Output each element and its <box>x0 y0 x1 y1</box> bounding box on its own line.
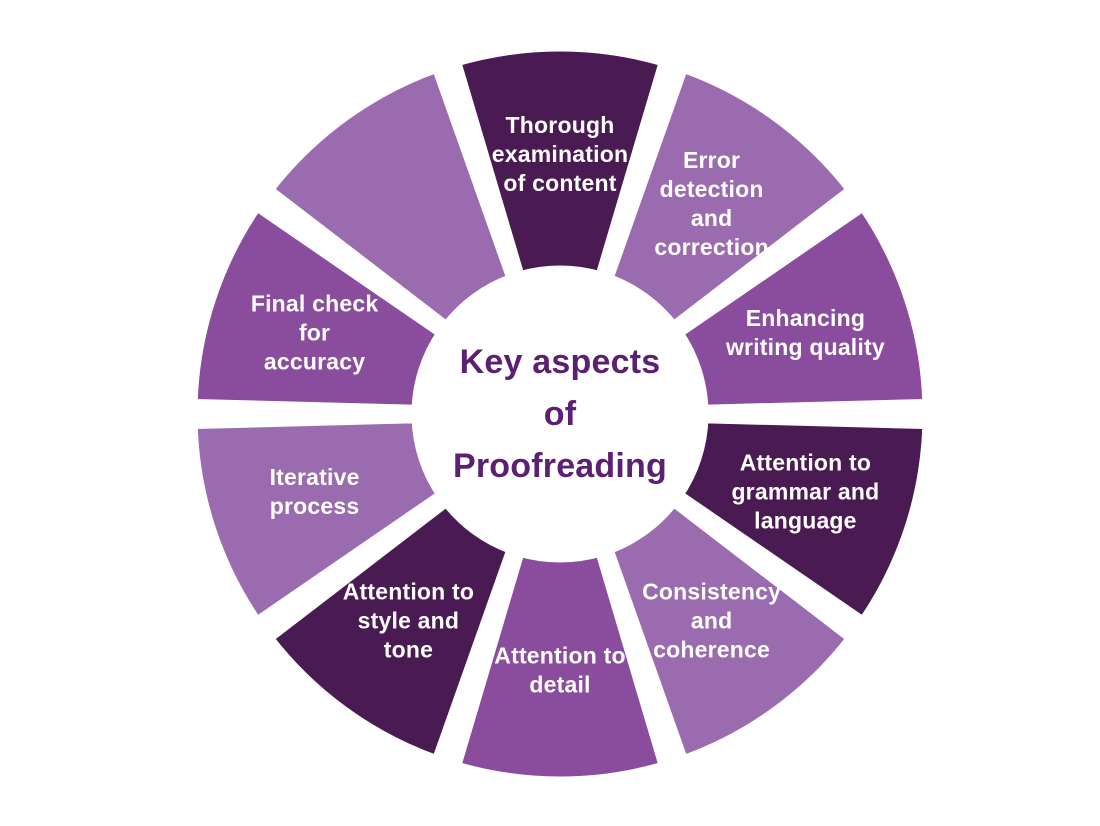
segment-label-line: Consistency <box>642 579 781 605</box>
wheel-segment-attention-style-tone[interactable]: Attention to style and tone <box>262 495 518 767</box>
segment-label-line: and <box>691 205 733 231</box>
wheel-segment-final-check-accuracy[interactable]: Final check for accuracy <box>186 200 448 416</box>
wheel-segment-iterative-process[interactable]: Iterative process <box>186 412 448 628</box>
center-title-line: Proofreading <box>453 447 667 485</box>
segment-shape-attention-detail[interactable] <box>449 545 671 788</box>
segment-label-thorough-examination: Thorough examination of content <box>492 112 628 196</box>
segment-label-line: process <box>270 493 360 519</box>
segment-label-line: accuracy <box>264 348 365 374</box>
segment-label-line: style and <box>358 608 460 634</box>
wheel-segment-attention-grammar-language[interactable]: Attention to grammar and language <box>672 412 934 628</box>
segment-label-line: detection <box>660 176 764 202</box>
segment-shape-consistency-coherence[interactable] <box>602 495 858 767</box>
segment-shape-attention-style-tone[interactable] <box>262 495 518 767</box>
segment-label-line: of content <box>503 170 616 196</box>
segment-label-line: correction <box>654 234 768 260</box>
wheel-segment-error-detection[interactable]: Error detection and correction <box>602 61 858 333</box>
wheel-segment-spacer-top-left[interactable] <box>262 61 518 333</box>
segment-label-line: Iterative <box>270 464 360 490</box>
segment-label-line: examination <box>492 141 628 167</box>
segment-label-iterative-process: Iterative process <box>270 464 360 519</box>
segment-label-line: Attention to <box>494 643 625 669</box>
segment-shape-spacer-top-left[interactable] <box>262 61 518 333</box>
segment-label-line: language <box>754 508 857 534</box>
center-title-line: of <box>544 395 577 433</box>
segment-label-attention-detail: Attention to detail <box>494 643 625 698</box>
wheel-segments-group: Thorough examination of content Error detect… <box>186 40 934 788</box>
wheel-segment-attention-detail[interactable]: Attention to detail <box>449 545 671 788</box>
segment-shape-error-detection[interactable] <box>602 61 858 333</box>
segment-shape-enhancing-writing-quality[interactable] <box>672 200 934 416</box>
segment-label-line: for <box>299 319 330 345</box>
wheel-segment-enhancing-writing-quality[interactable]: Enhancing writing quality <box>672 200 934 416</box>
segment-label-line: Error <box>683 147 740 173</box>
segment-label-line: and <box>691 608 733 634</box>
segment-shape-attention-grammar-language[interactable] <box>672 412 934 628</box>
segment-label-attention-style-tone: Attention to style and tone <box>343 579 474 663</box>
wheel-segment-thorough-examination[interactable]: Thorough examination of content <box>449 40 671 283</box>
segment-label-line: Thorough <box>506 112 615 138</box>
segment-shape-iterative-process[interactable] <box>186 412 448 628</box>
segment-label-line: writing quality <box>725 334 885 360</box>
wheel-hub-circle <box>420 274 700 554</box>
segment-label-enhancing-writing-quality: Enhancing writing quality <box>725 305 885 360</box>
segment-label-line: Enhancing <box>746 305 865 331</box>
segment-label-line: tone <box>384 637 433 663</box>
segment-label-line: Attention to <box>740 450 871 476</box>
segment-shape-final-check-accuracy[interactable] <box>186 200 448 416</box>
wheel-segment-consistency-coherence[interactable]: Consistency and coherence <box>602 495 858 767</box>
segment-label-line: grammar and <box>731 479 879 505</box>
segment-label-line: detail <box>529 672 590 698</box>
segment-label-line: Final check <box>251 290 378 316</box>
segment-shape-thorough-examination[interactable] <box>449 40 671 283</box>
segment-label-line: Attention to <box>343 579 474 605</box>
segment-label-consistency-coherence: Consistency and coherence <box>642 579 781 663</box>
segment-label-error-detection: Error detection and correction <box>654 147 768 260</box>
segment-label-line: coherence <box>653 637 770 663</box>
segment-label-attention-grammar-language: Attention to grammar and language <box>731 450 879 534</box>
segment-label-final-check-accuracy: Final check for accuracy <box>251 290 378 374</box>
center-title-line: Key aspects <box>460 343 661 381</box>
